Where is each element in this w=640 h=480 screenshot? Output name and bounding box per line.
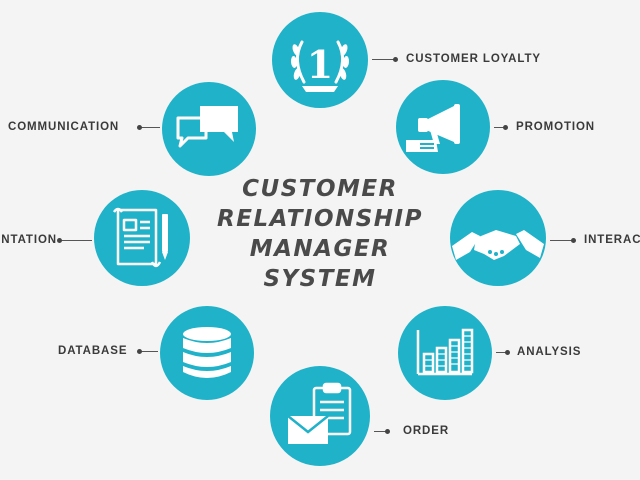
- node-promotion: [396, 80, 490, 174]
- dot-order: [385, 429, 390, 434]
- dot-documentation: [57, 238, 62, 243]
- connector-analysis: [496, 352, 508, 353]
- label-order: ORDER: [403, 425, 450, 437]
- node-analysis: [398, 306, 492, 400]
- speech-bubbles-icon: [176, 106, 238, 148]
- label-promotion: PROMOTION: [516, 121, 596, 133]
- label-analysis: ANALYSIS: [517, 346, 582, 358]
- dot-promotion: [503, 125, 508, 130]
- connector-promotion: [494, 127, 506, 128]
- node-documentation: [94, 190, 190, 286]
- title-line-3: MANAGER: [249, 236, 391, 262]
- connector-interaction: [550, 240, 574, 241]
- connector-customer-loyalty: [372, 59, 396, 60]
- megaphone-icon: [406, 104, 460, 152]
- label-interaction: INTERACTION: [584, 234, 640, 246]
- document-pen-icon: [112, 207, 168, 268]
- handshake-icon: [452, 230, 544, 260]
- clipboard-envelope-icon: [287, 382, 352, 444]
- connector-order: [374, 431, 388, 432]
- label-communication: COMMUNICATION: [8, 121, 120, 133]
- node-interaction: [450, 190, 546, 286]
- connector-documentation: [60, 240, 92, 241]
- dot-interaction: [571, 238, 576, 243]
- connector-database: [140, 351, 158, 352]
- connector-communication: [140, 127, 160, 128]
- dot-customer-loyalty: [393, 57, 398, 62]
- node-order: [270, 366, 370, 466]
- label-documentation: DOCUMENTATION: [0, 234, 57, 246]
- center-title: CUSTOMER RELATIONSHIP MANAGER SYSTEM: [200, 174, 440, 294]
- bar-chart-icon: [416, 328, 474, 376]
- title-line-2: RELATIONSHIP: [217, 206, 423, 232]
- label-customer-loyalty: CUSTOMER LOYALTY: [406, 53, 541, 65]
- loyalty-badge-number: 1: [307, 42, 333, 87]
- database-icon: [183, 327, 231, 378]
- title-line-4: SYSTEM: [263, 266, 377, 292]
- title-line-1: CUSTOMER: [242, 176, 398, 202]
- dot-database: [137, 349, 142, 354]
- dot-communication: [137, 125, 142, 130]
- label-database: DATABASE: [58, 345, 128, 357]
- node-database: [160, 306, 254, 400]
- node-communication: [162, 82, 256, 176]
- trophy-number-one-laurel-icon: 1: [290, 40, 350, 92]
- dot-analysis: [505, 350, 510, 355]
- node-customer-loyalty: 1: [272, 12, 368, 108]
